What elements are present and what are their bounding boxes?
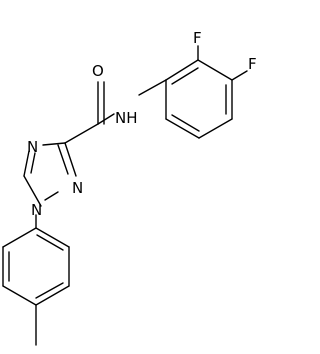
bond	[2, 227, 37, 248]
bond	[23, 175, 42, 207]
bond	[35, 227, 70, 248]
bond	[44, 191, 59, 201]
bond	[35, 282, 64, 299]
bonds	[2, 45, 248, 346]
fluorine-right-label: F	[248, 55, 257, 73]
bond	[231, 70, 248, 81]
bond	[36, 234, 64, 251]
molecule-structure-diagram: F F O NH N N N	[2, 29, 257, 346]
triazole-n-bottom-label: N	[31, 201, 42, 219]
bond	[57, 144, 69, 175]
bond	[30, 152, 36, 174]
fluorine-top-label: F	[193, 29, 202, 47]
bond	[2, 285, 37, 306]
bond	[42, 142, 66, 146]
bond	[64, 142, 77, 177]
bond	[138, 79, 167, 96]
triazole-n-top-label: N	[27, 138, 38, 156]
bond	[165, 59, 199, 81]
bond	[171, 114, 200, 132]
bond	[171, 67, 199, 85]
triazole-n-mid-label: N	[72, 179, 83, 197]
bond	[165, 118, 200, 139]
bond	[64, 123, 99, 144]
amide-nh-label: NH	[115, 109, 138, 127]
oxygen-label: O	[92, 62, 104, 80]
bond	[23, 150, 30, 177]
atom-labels: F F O NH N N N	[27, 29, 257, 219]
bond	[35, 285, 70, 306]
bond	[97, 113, 115, 125]
bond	[197, 59, 233, 81]
bond	[198, 118, 233, 139]
